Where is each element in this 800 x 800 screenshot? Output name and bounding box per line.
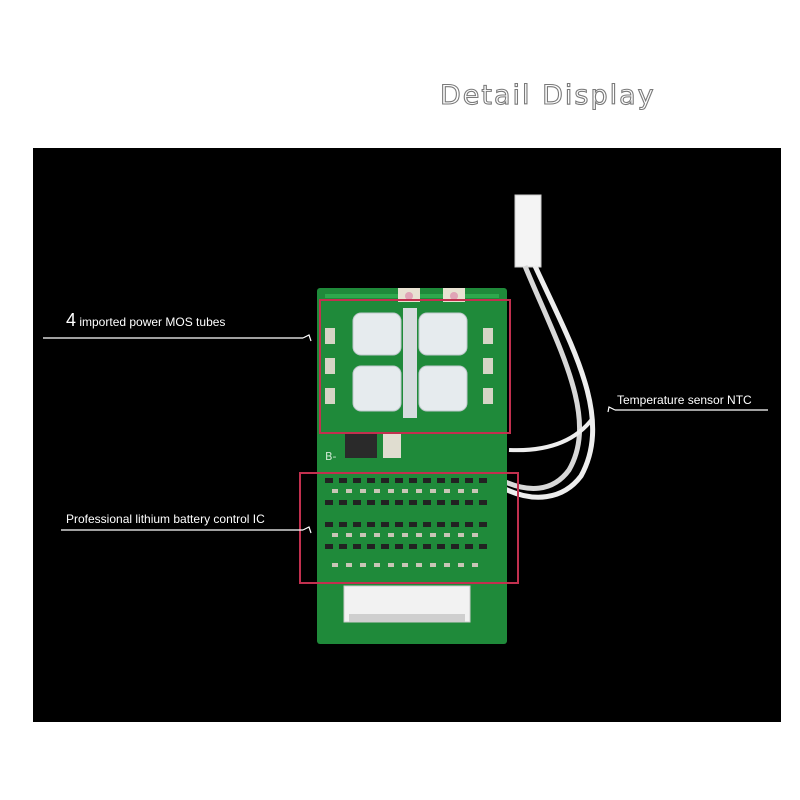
smd-components — [325, 478, 487, 567]
page-title: Detail Display — [439, 79, 656, 111]
ic-highlight-box — [299, 472, 519, 584]
callout-lines — [43, 334, 768, 534]
pcb-board: B- — [317, 288, 507, 644]
mos-callout-number: 4 — [66, 310, 77, 330]
ic-callout: Professional lithium battery control IC — [66, 512, 265, 526]
ntc-sensor — [499, 194, 596, 500]
mos-highlight-box — [319, 299, 511, 434]
mos-callout: 4 imported power MOS tubes — [66, 310, 225, 331]
bms-board-illustration: B- — [43, 194, 768, 644]
product-photo: B- — [33, 148, 781, 722]
mos-callout-text: imported power MOS tubes — [76, 315, 226, 329]
ntc-callout: Temperature sensor NTC — [617, 393, 752, 407]
silkscreen-label: B- — [325, 450, 337, 463]
